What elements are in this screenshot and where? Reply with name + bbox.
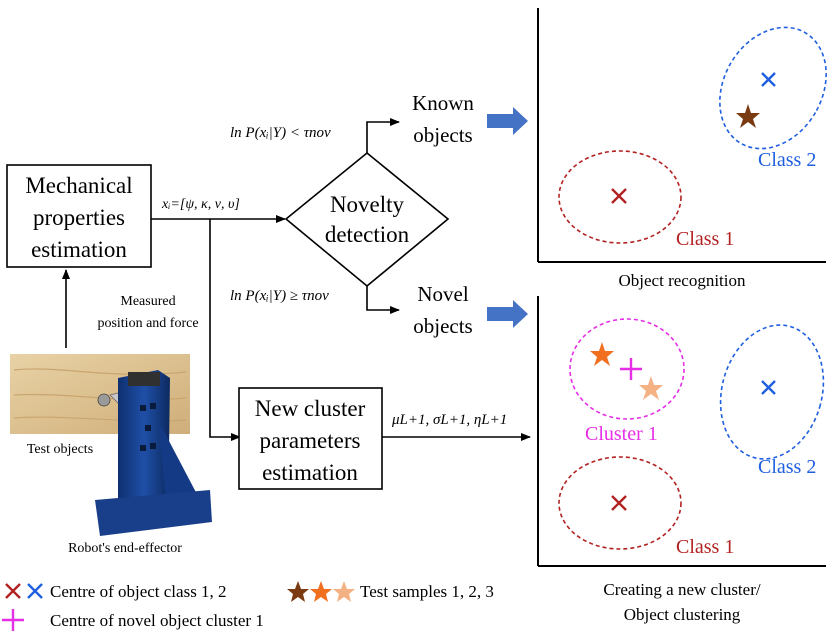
legend-star-3-icon: [333, 581, 355, 602]
cluster1-label: Cluster 1: [585, 423, 658, 445]
recognition-plot: Class 1 Class 2: [537, 8, 827, 263]
novel-line-2: objects: [413, 314, 472, 338]
measured-label-1: Measured: [120, 294, 175, 309]
mech-box-line-2: properties: [33, 205, 125, 230]
legend-tests-text: Test samples 1, 2, 3: [360, 582, 494, 601]
novelty-line-2: detection: [325, 222, 410, 247]
end-effector-label: Robot's end-effector: [68, 541, 182, 556]
xi-vector-label: xᵢ=[ψ, κ, ν, υ]: [161, 197, 240, 212]
test-sample-2-star: [590, 342, 614, 366]
known-line-1: Known: [412, 91, 474, 115]
newcluster-line-3: estimation: [262, 460, 358, 485]
known-line-2: objects: [413, 123, 472, 147]
newcluster-line-1: New cluster: [255, 396, 366, 421]
block-arrow-novel: [487, 300, 528, 328]
class2-centre-marker: [761, 72, 776, 87]
mech-box-line-3: estimation: [31, 237, 127, 262]
test-sample-1-star: [736, 104, 760, 128]
legend: Centre of object class 1, 2 Test samples…: [2, 581, 494, 631]
block-arrow-known: [487, 107, 528, 135]
novelty-line-1: Novelty: [330, 192, 405, 217]
class2-centre-marker-2: [761, 380, 776, 395]
clustering-plot: Cluster 1 Class 2 Class 1: [537, 296, 826, 567]
recognition-title: Object recognition: [619, 271, 746, 290]
cluster1-ellipse: [569, 318, 685, 420]
class1-ellipse-2: [558, 456, 682, 550]
class1-centre-marker-2: [611, 495, 627, 511]
recognition-class1-label: Class 1: [676, 228, 734, 250]
test-sample-3-star: [639, 376, 663, 400]
cond-novel: ln P(xᵢ|Y) ≥ τnov: [230, 288, 329, 304]
class2-ellipse-2: [719, 324, 825, 460]
legend-star-2-icon: [310, 581, 332, 602]
mechanical-properties-box: Mechanical properties estimation: [6, 164, 152, 268]
newcluster-line-2: parameters: [260, 428, 361, 453]
known-branch-arrow: [366, 118, 400, 153]
branch-arrow: [209, 219, 241, 441]
test-objects-label: Test objects: [27, 442, 93, 457]
legend-centres-text: Centre of object class 1, 2: [50, 582, 227, 601]
clustering-title-2: Object clustering: [624, 605, 741, 624]
novelty-detection-diamond: Novelty detection: [284, 151, 450, 288]
legend-class2-cross-icon: [27, 583, 43, 599]
robot-end-effector-image: [95, 370, 212, 536]
legend-class1-cross-icon: [5, 583, 21, 599]
measured-label-2: position and force: [97, 316, 198, 331]
class1-ellipse: [558, 150, 682, 244]
class2-ellipse: [719, 26, 827, 150]
novel-branch-arrow: [366, 286, 400, 314]
recognition-class2-label: Class 2: [758, 149, 816, 171]
class1-centre-marker: [611, 188, 627, 204]
clustering-title-1: Creating a new cluster/: [603, 580, 760, 599]
legend-star-1-icon: [287, 581, 309, 602]
clustering-class1-label: Class 1: [676, 536, 734, 558]
cond-known: ln P(xᵢ|Y) < τnov: [230, 125, 331, 141]
params-label: μL+1, σL+1, ηL+1: [391, 412, 507, 428]
new-cluster-box: New cluster parameters estimation: [238, 387, 383, 490]
legend-novel-centre-text: Centre of novel object cluster 1: [50, 611, 264, 630]
clustering-class2-label: Class 2: [758, 456, 816, 478]
novel-line-1: Novel: [417, 282, 468, 306]
legend-novel-centre-plus-icon: [2, 609, 24, 631]
cluster1-centre-marker: [620, 358, 642, 380]
mech-box-line-1: Mechanical: [25, 173, 132, 198]
